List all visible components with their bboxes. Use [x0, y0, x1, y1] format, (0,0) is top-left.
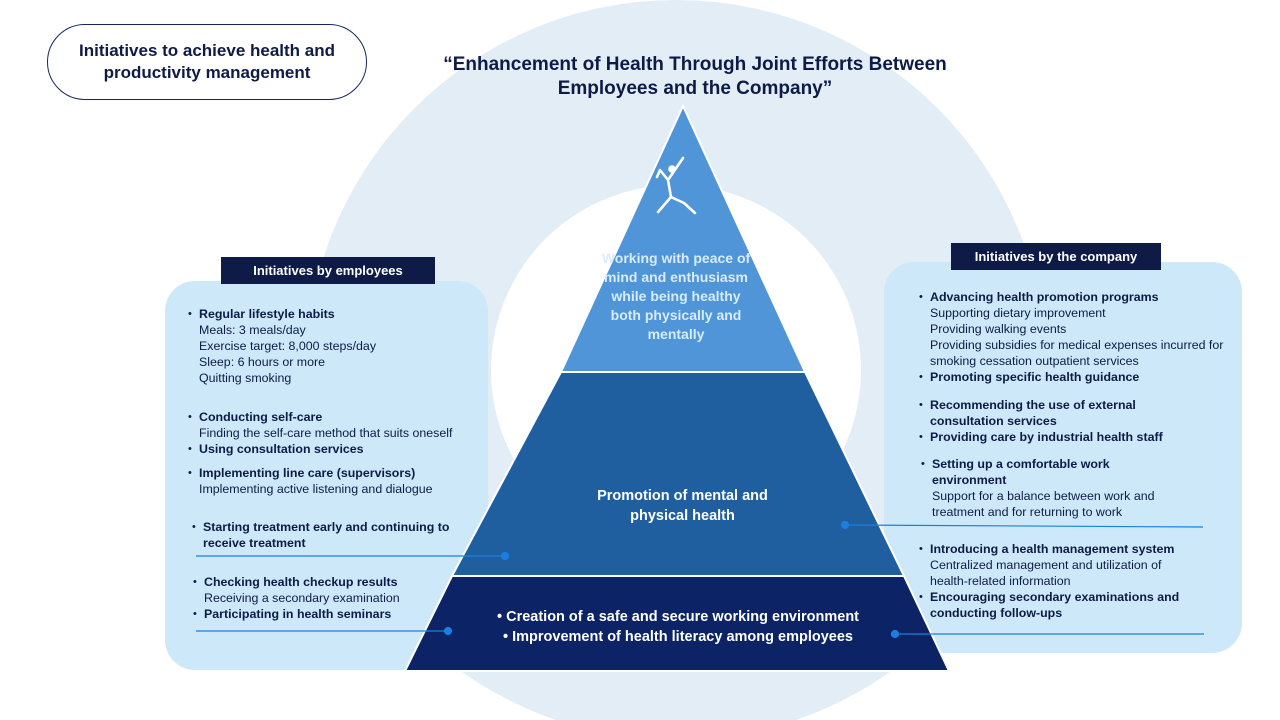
employee-group: Conducting self-care Finding the self-ca…	[188, 409, 478, 497]
list-item: Recommending the use of external consult…	[919, 397, 1189, 429]
company-label: Initiatives by the company	[951, 243, 1161, 270]
list-item: Setting up a comfortable work environmen…	[921, 456, 1142, 488]
tier-bottom-line: Improvement of health literacy among emp…	[455, 627, 901, 647]
list-detail: Meals: 3 meals/day	[199, 323, 306, 337]
list-detail: Quitting smoking	[199, 371, 292, 385]
list-item: Conducting self-care	[188, 409, 478, 425]
list-detail: Exercise target: 8,000 steps/day	[199, 339, 377, 353]
list-item: Promoting specific health guidance	[919, 369, 1231, 385]
list-item: Implementing line care (supervisors)	[188, 465, 478, 481]
page-title: “Enhancement of Health Through Joint Eff…	[443, 54, 947, 99]
list-detail: Providing subsidies for medical expenses…	[930, 338, 1224, 368]
company-group: Recommending the use of external consult…	[919, 397, 1189, 445]
list-item: Regular lifestyle habits	[188, 306, 376, 322]
list-detail: Support for a balance between work and t…	[932, 489, 1155, 519]
list-item: Providing care by industrial health staf…	[919, 429, 1220, 445]
list-item: Checking health checkup results	[193, 574, 475, 590]
list-item: Encouraging secondary examinations and c…	[919, 589, 1220, 621]
section-badge: Initiatives to achieve health and produc…	[47, 24, 367, 100]
list-detail: Finding the self-care method that suits …	[199, 426, 453, 440]
company-group: Introducing a health management system C…	[919, 541, 1219, 621]
list-detail: Sleep: 6 hours or more	[199, 355, 326, 369]
list-detail: Implementing active listening and dialog…	[199, 482, 433, 496]
tier-bottom-text: Creation of a safe and secure working en…	[455, 607, 901, 647]
employees-label: Initiatives by employees	[221, 257, 435, 284]
list-detail: Receiving a secondary examination	[204, 591, 400, 605]
employee-group: Starting treatment early and continuing …	[192, 519, 474, 551]
list-item: Using consultation services	[188, 441, 478, 457]
pyramid-tier-middle	[450, 371, 906, 577]
company-group: Advancing health promotion programs Supp…	[919, 289, 1231, 385]
list-item: Participating in health seminars	[193, 606, 475, 622]
tier-middle-text: Promotion of mental and physical health	[597, 488, 768, 524]
list-item: Starting treatment early and continuing …	[192, 519, 474, 551]
employee-group: Checking health checkup results Receivin…	[193, 574, 475, 622]
tier-bottom-line: Creation of a safe and secure working en…	[455, 607, 901, 627]
company-group: Setting up a comfortable work environmen…	[921, 456, 1183, 520]
employee-group: Regular lifestyle habits Meals: 3 meals/…	[188, 306, 376, 386]
list-item: Advancing health promotion programs	[919, 289, 1231, 305]
list-detail: Providing walking events	[930, 322, 1067, 336]
list-item: Introducing a health management system	[919, 541, 1219, 557]
list-detail: Supporting dietary improvement	[930, 306, 1106, 320]
tier-top-text: Working with peace of mind and enthusias…	[601, 250, 751, 342]
person-stretching-icon	[655, 156, 697, 215]
list-detail: Centralized management and utilization o…	[930, 558, 1162, 588]
